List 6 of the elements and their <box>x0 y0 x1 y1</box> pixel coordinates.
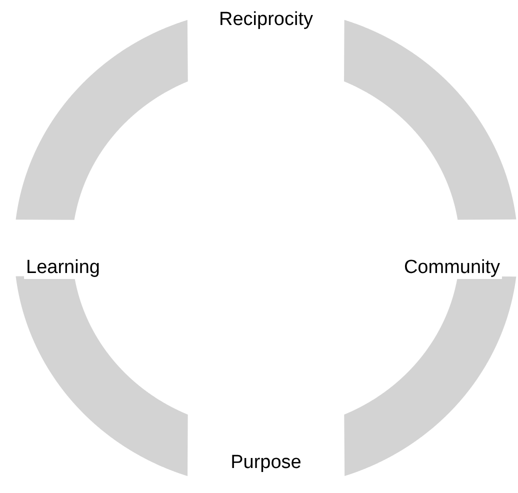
ring-segment <box>344 276 516 476</box>
ring-segment <box>344 20 516 220</box>
ring-label: Learning <box>24 257 102 279</box>
ring-segment <box>16 20 188 220</box>
ring-segment <box>16 276 188 476</box>
ring-label: Community <box>402 257 502 279</box>
